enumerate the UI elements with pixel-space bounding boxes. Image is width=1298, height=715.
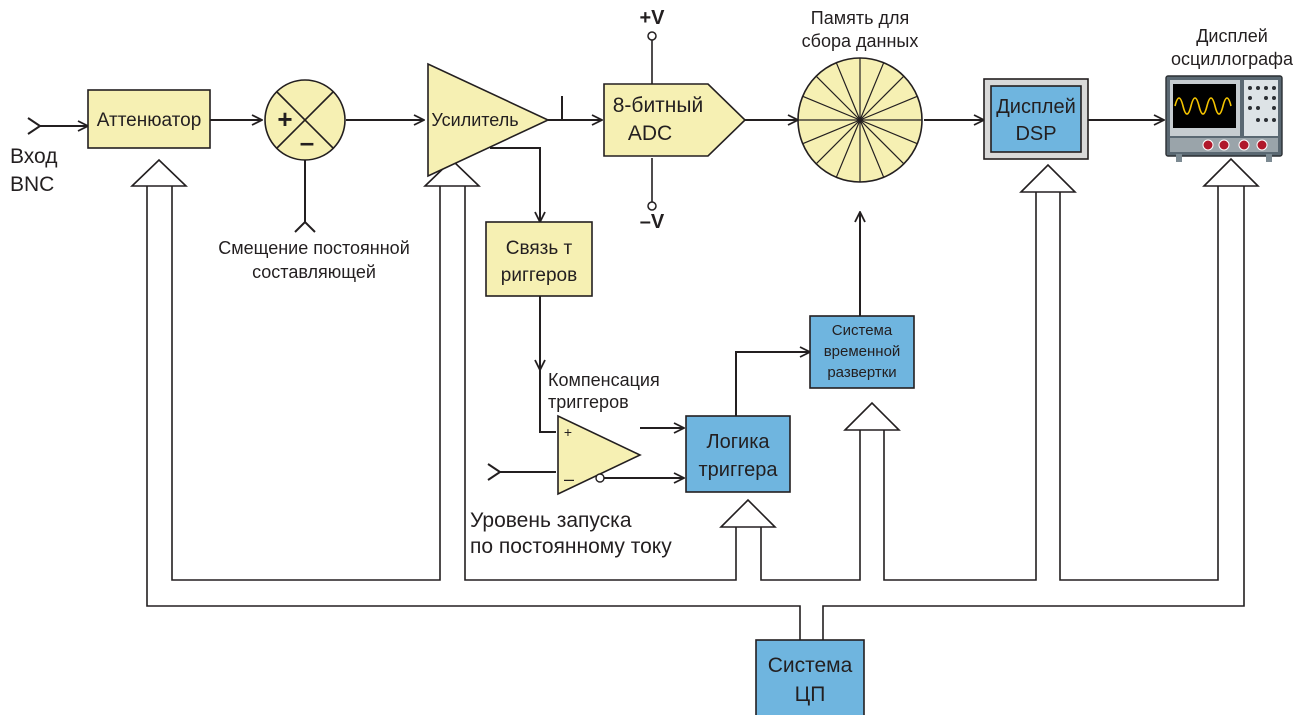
svg-text:BNC: BNC (10, 173, 54, 196)
memory-spoke (835, 119, 861, 178)
svg-text:сбора данных: сбора данных (802, 31, 919, 51)
signal-wires (27, 36, 1164, 480)
attenuator-label: Аттенюатор (97, 110, 202, 131)
svg-text:развертки: развертки (827, 364, 896, 381)
dc-offset-label: Смещение постоянной составляющей (218, 238, 410, 282)
svg-text:–: – (564, 469, 574, 489)
svg-text:DSP: DSP (1015, 123, 1056, 145)
svg-text:Вход: Вход (10, 145, 58, 168)
svg-text:Смещение постоянной: Смещение постоянной (218, 238, 410, 258)
cpu-bus-pipes (130, 157, 1260, 640)
amplifier-block: Усилитель (427, 62, 550, 178)
timebase-block: Система временной развертки (809, 315, 915, 389)
supply-plus: +V (639, 7, 665, 41)
memory-spoke (815, 75, 861, 121)
svg-text:Связь т: Связь т (506, 238, 573, 259)
svg-text:8-битный: 8-битный (613, 94, 703, 117)
amplifier-label: Усилитель (431, 110, 518, 130)
trigger-logic-block: Логика триггера (685, 415, 791, 493)
memory-spoke (859, 119, 905, 165)
summer-plus: + (277, 104, 292, 134)
svg-text:Компенсация: Компенсация (548, 370, 660, 390)
acquisition-memory-label: Память для сбора данных (802, 8, 919, 51)
memory-spoke (859, 75, 905, 121)
acquisition-memory-wheel (797, 57, 923, 183)
memory-spoke (835, 62, 861, 121)
oscilloscope-picture (1165, 75, 1283, 162)
memory-spoke (859, 62, 885, 121)
display-dsp-block: Дисплей DSP (983, 78, 1089, 160)
svg-text:риггеров: риггеров (501, 265, 577, 286)
input-bnc-label: Вход BNC (10, 145, 58, 196)
svg-text:Система: Система (768, 654, 853, 677)
svg-text:составляющей: составляющей (252, 262, 376, 282)
svg-text:по постоянному току: по постоянному току (470, 535, 672, 558)
cpu-block: Система ЦП (755, 639, 865, 715)
memory-spoke (859, 95, 918, 121)
svg-text:Уровень запуска: Уровень запуска (470, 509, 632, 532)
summer-minus: – (300, 127, 314, 157)
svg-text:временной: временной (824, 343, 901, 360)
trigger-coupling-block: Связь т риггеров (485, 221, 593, 297)
dc-trigger-level-label: Уровень запуска по постоянному току (470, 509, 672, 558)
supply-minus: –V (640, 201, 665, 233)
svg-text:ЦП: ЦП (795, 683, 826, 706)
attenuator-block: Аттенюатор (87, 89, 211, 149)
svg-text:ADC: ADC (628, 122, 672, 145)
trigger-comparator: + – (557, 414, 642, 496)
svg-text:+: + (564, 424, 572, 440)
memory-spoke (859, 119, 885, 178)
svg-text:Дисплей: Дисплей (1196, 26, 1268, 46)
svg-text:Память для: Память для (811, 8, 909, 28)
svg-text:Логика: Логика (706, 431, 770, 453)
memory-spoke (815, 119, 861, 165)
oscilloscope-display-label: Дисплей осциллографа (1171, 26, 1294, 69)
summing-junction: + – (264, 79, 346, 161)
svg-text:Дисплей: Дисплей (996, 96, 1076, 118)
memory-spoke (802, 95, 861, 121)
memory-spoke (859, 119, 918, 145)
adc-block: 8-битный ADC (603, 83, 747, 157)
svg-text:триггеров: триггеров (548, 392, 629, 412)
memory-spoke (802, 119, 861, 145)
svg-text:+V: +V (639, 7, 665, 29)
svg-text:осциллографа: осциллографа (1171, 49, 1294, 69)
svg-text:триггера: триггера (699, 459, 779, 481)
svg-text:–V: –V (640, 211, 665, 233)
svg-text:Система: Система (832, 322, 893, 339)
trigger-comp-label: Компенсация триггеров (548, 370, 660, 412)
